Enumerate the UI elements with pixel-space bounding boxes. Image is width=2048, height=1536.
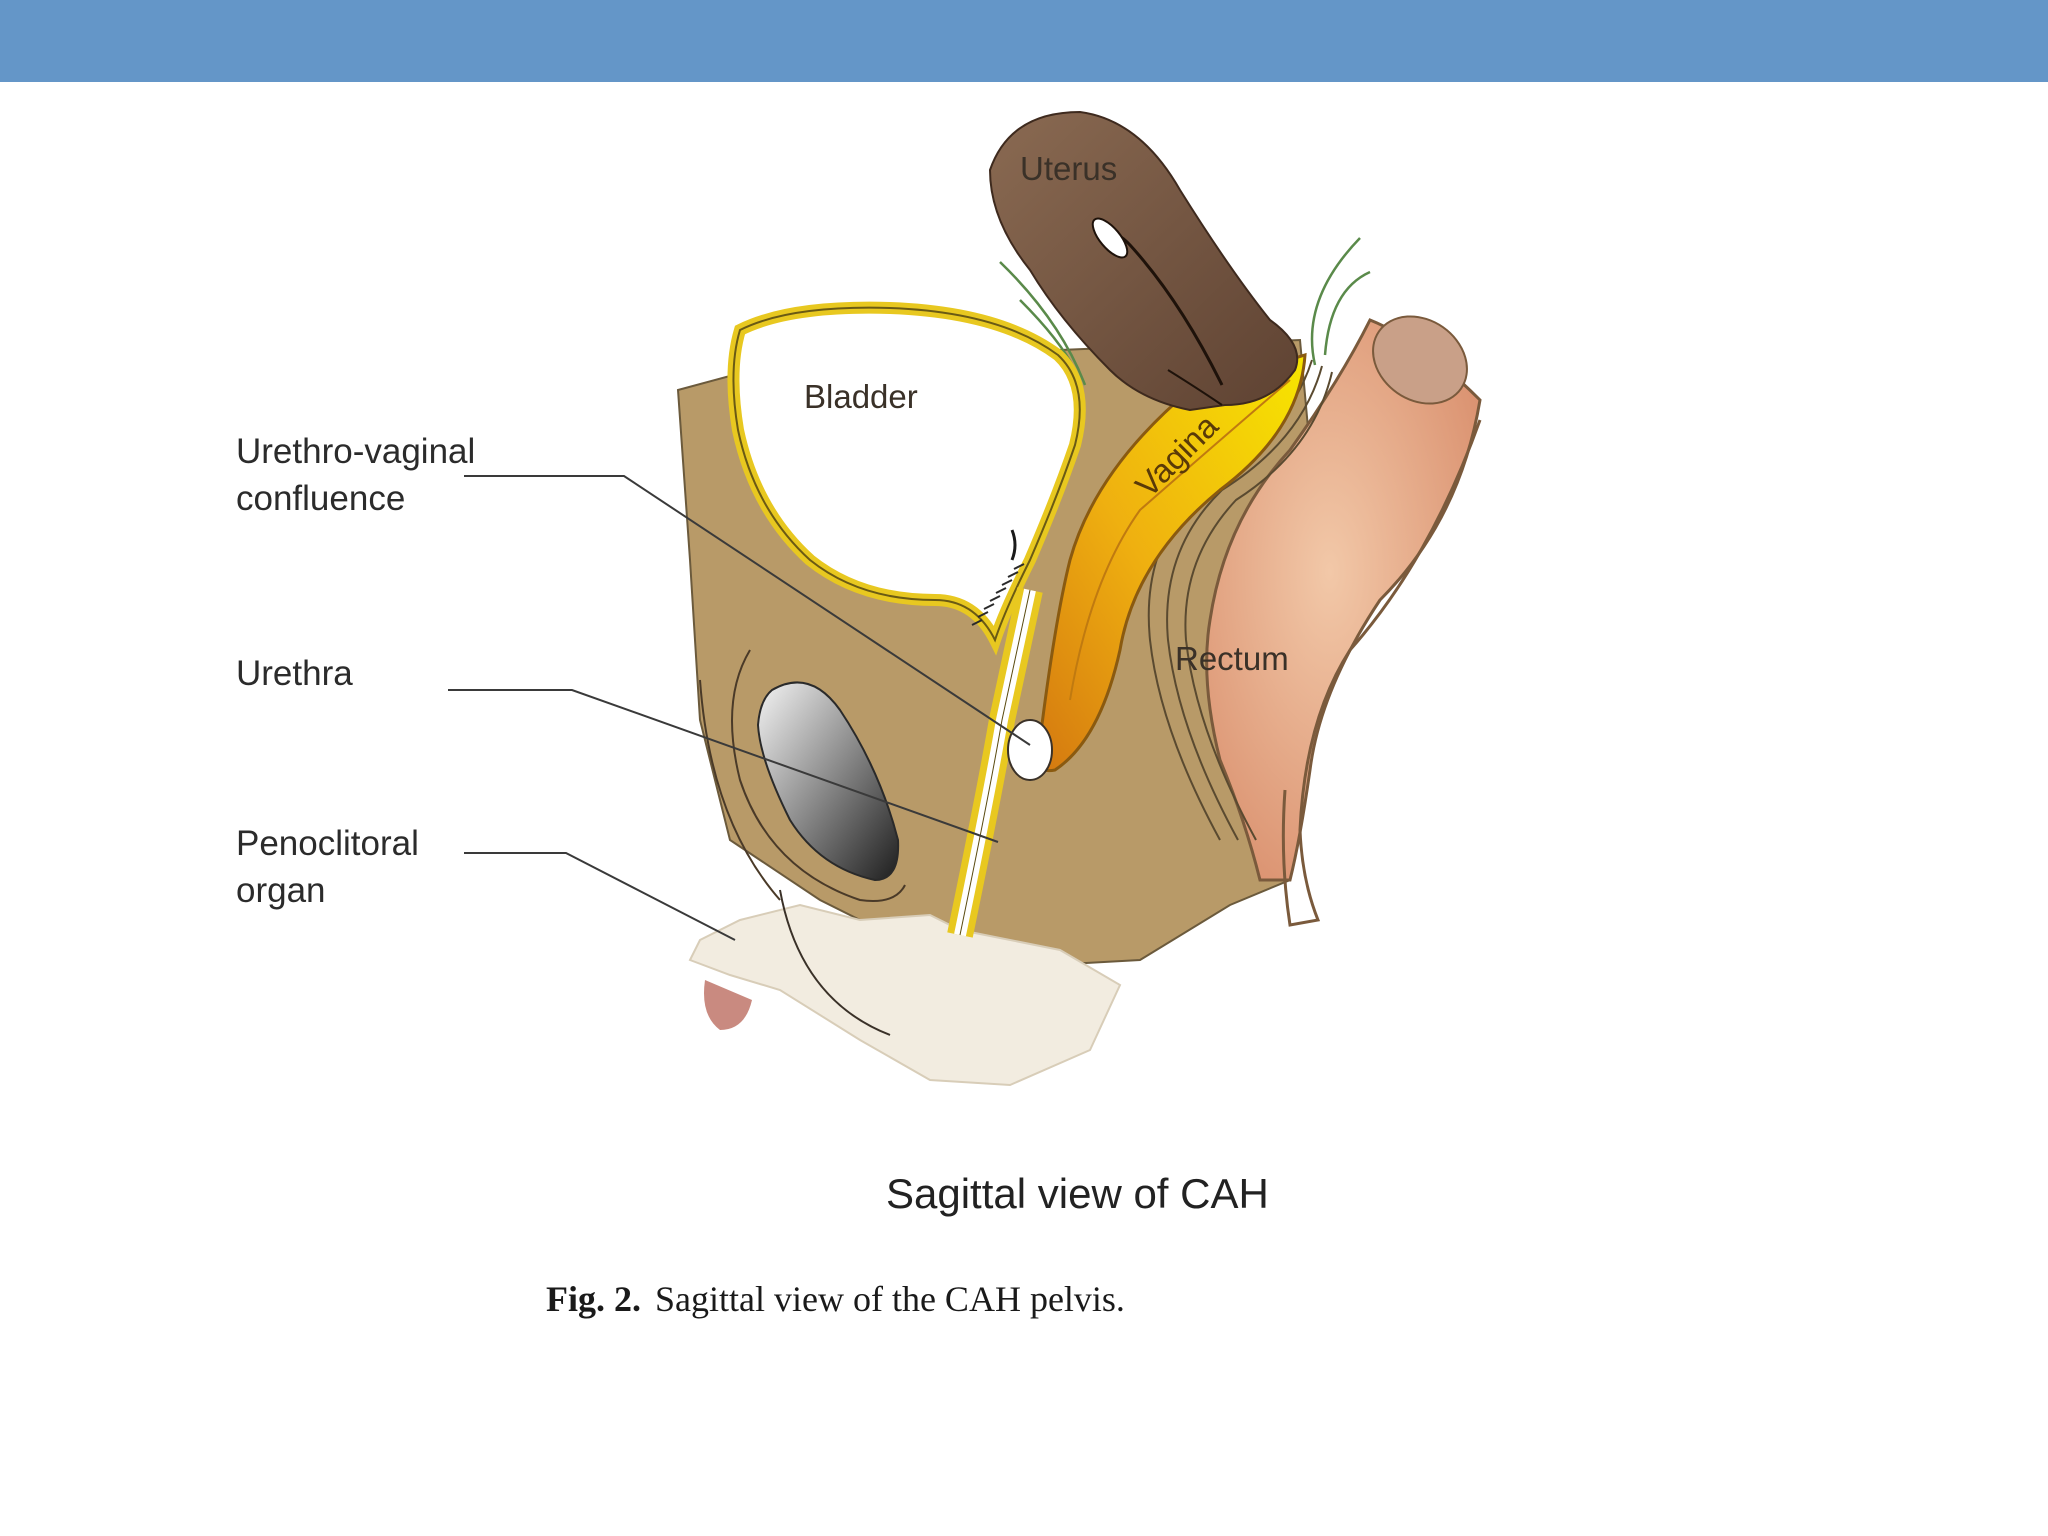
- urethra-leader: [448, 689, 999, 843]
- penoclitoral-label: Penoclitoral organ: [236, 820, 419, 914]
- vagina-body: [1035, 352, 1307, 773]
- caption-text: Sagittal view of the CAH pelvis.: [655, 1279, 1125, 1319]
- vagina-lumen-line: [1069, 379, 1291, 701]
- confluence-label: Urethro-vaginal confluence: [236, 428, 475, 522]
- perineal-skin: [688, 903, 1122, 1087]
- urethra-label: Urethra: [236, 650, 353, 697]
- urethra-label-text: Urethra: [236, 654, 353, 693]
- uterine-lumen: [1091, 217, 1129, 259]
- cervix-line: [1167, 369, 1223, 406]
- confluence-leader: [464, 475, 1031, 746]
- penoclitoral-leader: [464, 852, 736, 941]
- labial-fold-line: [699, 679, 781, 901]
- diagram-title: Sagittal view of CAH: [886, 1170, 1269, 1217]
- figure-caption: Fig. 2. Sagittal view of the CAH pelvis.: [546, 1278, 1125, 1320]
- penoclitoral-label-line1: Penoclitoral: [236, 824, 419, 863]
- rectum-opening: [1372, 315, 1468, 405]
- confluence-label-line2: confluence: [236, 479, 406, 518]
- header-bar: [0, 0, 2048, 82]
- uterus-label: Uterus: [1020, 150, 1118, 187]
- sphincter-arrow: [1010, 529, 1017, 561]
- skin-fold-line: [779, 889, 891, 1036]
- bladder-label: Bladder: [804, 378, 918, 415]
- confluence-opening: [1007, 719, 1053, 781]
- clitoral-hood-tip: [704, 980, 752, 1030]
- rectum-outer-wall: [1281, 419, 1482, 927]
- sphincter-marks: [971, 563, 1025, 626]
- penoclitoral-label-line2: organ: [236, 871, 326, 910]
- rectum-body: [1205, 318, 1482, 882]
- leader-lines: [448, 475, 1031, 941]
- figure-number: Fig. 2.: [546, 1279, 641, 1319]
- rectum-label: Rectum: [1175, 640, 1289, 677]
- confluence-label-line1: Urethro-vaginal: [236, 432, 476, 471]
- corpus-outline: [731, 649, 906, 902]
